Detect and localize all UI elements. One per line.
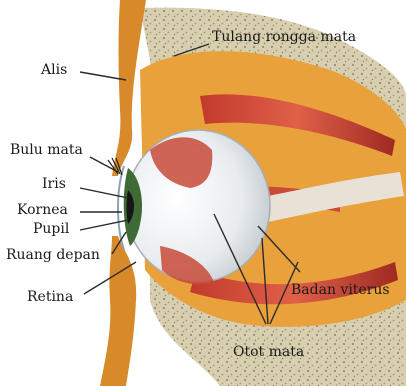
- leader-pupil: [80, 220, 128, 230]
- label-otot-mata: Otot mata: [233, 344, 304, 360]
- label-ruang-depan: Ruang depan: [6, 247, 100, 263]
- eyeball: [126, 130, 270, 284]
- label-kornea: Kornea: [17, 202, 68, 218]
- label-bulu-mata: Bulu mata: [10, 142, 83, 158]
- leader-iris: [80, 188, 128, 198]
- label-pupil: Pupil: [33, 221, 69, 237]
- label-tulang-rongga-mata: Tulang rongga mata: [212, 29, 356, 45]
- label-retina: Retina: [27, 289, 73, 305]
- label-alis: Alis: [41, 62, 67, 78]
- label-badan-viterus: Badan viterus: [291, 282, 390, 298]
- leader-bulu-mata: [90, 157, 118, 172]
- label-iris: Iris: [42, 176, 66, 192]
